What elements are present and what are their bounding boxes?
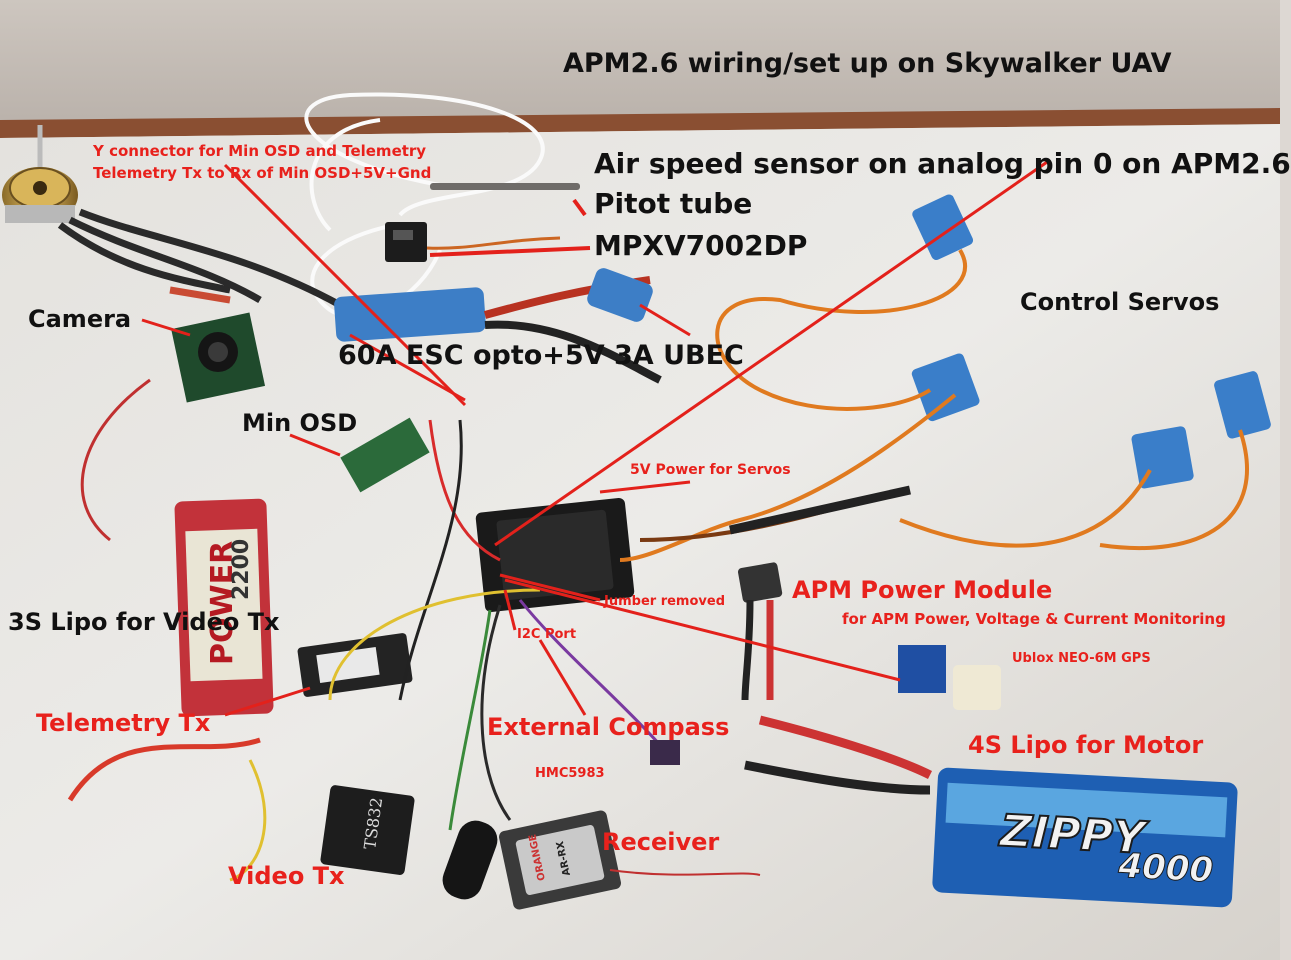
label-hmc5983: HMC5983 bbox=[535, 766, 605, 781]
camera-board bbox=[171, 312, 266, 403]
compass-board bbox=[650, 740, 680, 765]
misc-wires bbox=[67, 378, 662, 882]
lipo-4s-motor: ZIPPY 4000 bbox=[932, 767, 1238, 908]
label-mpxv7002dp: MPXV7002DP bbox=[594, 229, 808, 262]
min-osd-board bbox=[340, 417, 430, 493]
zippy-brand-text: ZIPPY bbox=[997, 805, 1150, 864]
label-control-servos: Control Servos bbox=[1020, 288, 1220, 316]
label-servo-power: 5V Power for Servos bbox=[630, 462, 791, 478]
airspeed-sensor-board bbox=[385, 222, 561, 262]
ubec bbox=[587, 268, 653, 322]
label-y-connector-2: Telemetry Tx to Rx of Min OSD+5V+Gnd bbox=[93, 164, 432, 182]
label-lipo-3s: 3S Lipo for Video Tx bbox=[8, 608, 280, 636]
label-pitot-tube: Pitot tube bbox=[594, 187, 753, 220]
label-lipo-4s: 4S Lipo for Motor bbox=[968, 731, 1204, 759]
power-module bbox=[737, 562, 933, 795]
label-i2c-port: I2C Port bbox=[517, 627, 577, 642]
label-power-module: APM Power Module bbox=[792, 576, 1053, 604]
label-gps: Ublox NEO-6M GPS bbox=[1012, 651, 1151, 666]
label-airspeed-sensor: Air speed sensor on analog pin 0 on APM2… bbox=[594, 147, 1291, 180]
servo-4 bbox=[1131, 426, 1194, 489]
wall bbox=[0, 0, 1280, 130]
lipo-3s-video: POWER 2200 bbox=[174, 498, 274, 717]
label-y-connector-1: Y connector for Min OSD and Telemetry bbox=[93, 142, 427, 160]
brushless-motor bbox=[2, 125, 78, 223]
label-external-compass: External Compass bbox=[487, 713, 730, 741]
lipo-3s-capacity-text: 2200 bbox=[229, 539, 254, 600]
servo-3 bbox=[1214, 371, 1271, 439]
servo-2 bbox=[911, 353, 980, 422]
gps-module bbox=[898, 645, 1001, 710]
label-min-osd: Min OSD bbox=[242, 409, 358, 437]
video-tx-unit: TS832 bbox=[320, 785, 498, 900]
lipo-3s-brand-text: POWER bbox=[205, 541, 240, 665]
label-video-tx: Video Tx bbox=[228, 862, 345, 890]
label-power-module-sub: for APM Power, Voltage & Current Monitor… bbox=[842, 610, 1226, 628]
esc-wires bbox=[57, 208, 342, 309]
zippy-capacity-text: 4000 bbox=[1116, 846, 1214, 891]
receiver-unit: ORANGE AR-RX bbox=[499, 810, 761, 910]
label-camera: Camera bbox=[28, 305, 132, 333]
servo-leads bbox=[619, 248, 1249, 562]
label-receiver: Receiver bbox=[602, 828, 720, 856]
page-title: APM2.6 wiring/set up on Skywalker UAV bbox=[563, 48, 1172, 79]
label-jumper-removed: Jumber removed bbox=[604, 594, 725, 609]
telemetry-module bbox=[297, 633, 413, 697]
pitot-tube-tubing bbox=[304, 92, 545, 319]
label-telemetry-tx: Telemetry Tx bbox=[36, 709, 211, 737]
pitot-tube bbox=[430, 183, 580, 190]
label-esc: 60A ESC opto+5V 3A UBEC bbox=[338, 340, 744, 371]
annotation-pointer-lines bbox=[141, 158, 1051, 717]
table-edge bbox=[0, 108, 1280, 138]
